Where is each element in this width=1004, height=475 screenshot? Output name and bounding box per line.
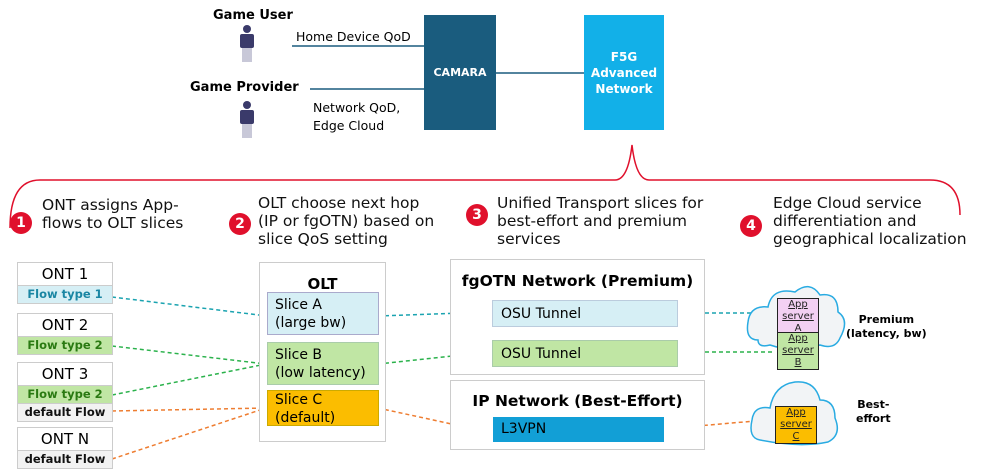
link-flow1-sliceA — [111, 296, 268, 317]
ont-n: ONT N default Flow — [17, 427, 113, 469]
slice-a-l1: Slice A — [275, 297, 323, 313]
ont-name: ONT 1 — [41, 265, 89, 283]
slice-c-l1: Slice C — [275, 392, 323, 408]
slice-c-l2: (default) — [275, 410, 336, 426]
slice-c: Slice C (default) — [267, 390, 379, 426]
b1: Best- — [857, 398, 890, 411]
s1l1: ONT assigns App- — [42, 196, 179, 214]
ont-name: ONT 3 — [41, 365, 89, 383]
asc-l1: App — [786, 407, 806, 418]
asa-l1: App — [788, 299, 808, 310]
step-4-badge: 4 — [740, 215, 762, 237]
ont-2: ONT 2 Flow type 2 — [17, 313, 113, 355]
l3vpn: L3VPN — [493, 417, 664, 442]
link-ont3-sliceB — [111, 363, 267, 396]
p2: (latency, bw) — [846, 327, 927, 340]
flow-type-2: Flow type 2 — [18, 385, 112, 403]
flow-type-2: Flow type 2 — [18, 336, 112, 354]
step-2-text: OLT choose next hop(IP or fgOTN) based o… — [258, 194, 434, 248]
slice-a: Slice A (large bw) — [267, 292, 379, 335]
network-qod-line2: Edge Cloud — [313, 118, 385, 133]
ont-name: ONT N — [40, 430, 90, 448]
s1l2: flows to OLT slices — [42, 214, 184, 232]
game-user-label: Game User — [213, 8, 293, 23]
ont-1: ONT 1 Flow type 1 — [17, 262, 113, 304]
s3l2: best-effort and premium — [497, 212, 688, 230]
default-flow: default Flow — [18, 450, 112, 468]
premium-label: Premium(latency, bw) — [846, 313, 927, 341]
fgotn-box: fgOTN Network (Premium) OSU Tunnel OSU T… — [450, 259, 705, 375]
game-provider-label: Game Provider — [190, 80, 299, 95]
f5g-l1: F5G — [610, 49, 638, 64]
fgotn-title: fgOTN Network (Premium) — [461, 272, 694, 290]
asb-l1: App — [788, 333, 808, 344]
ont-name: ONT 2 — [41, 316, 89, 334]
asb-l2: server B — [782, 345, 814, 368]
s4l1: Edge Cloud service — [773, 194, 922, 212]
p1: Premium — [858, 313, 915, 326]
slice-b: Slice B (low latency) — [267, 342, 379, 385]
slice-b-l1: Slice B — [275, 347, 323, 363]
home-qod-label: Home Device QoD — [296, 29, 411, 44]
f5g-l2: Advanced — [590, 65, 658, 80]
default-flow: default Flow — [18, 403, 112, 421]
flow-type-1: Flow type 1 — [18, 285, 112, 303]
s2l3: slice QoS setting — [258, 230, 388, 248]
olt-title: OLT — [307, 275, 338, 293]
step-1-text: ONT assigns App-flows to OLT slices — [42, 196, 183, 232]
link-ontN-sliceC — [111, 407, 267, 460]
camara-box: CAMARA — [424, 15, 496, 130]
osu-tunnel-1: OSU Tunnel — [492, 300, 678, 327]
slice-b-l2: (low latency) — [275, 365, 366, 381]
s2l1: OLT choose next hop — [258, 194, 420, 212]
olt-box: OLT Slice A (large bw) Slice B (low latenc… — [259, 262, 386, 442]
slice-a-l2: (large bw) — [275, 315, 347, 331]
game-user-icon — [240, 25, 254, 62]
s3l3: services — [497, 230, 561, 248]
osu-tunnel-2: OSU Tunnel — [492, 340, 678, 367]
step-3-badge: 3 — [466, 204, 488, 226]
s4l2: differentiation and — [773, 212, 917, 230]
link-ont2-sliceB — [111, 345, 267, 365]
step-1-badge: 1 — [10, 212, 32, 234]
brace — [9, 144, 961, 229]
ip-network-box: IP Network (Best-Effort) L3VPN — [450, 380, 705, 450]
asa-l2: server A — [782, 311, 814, 334]
link-ont3-sliceC — [111, 407, 267, 412]
best-effort-label: Best-effort — [856, 398, 891, 426]
b2: effort — [856, 412, 891, 425]
network-qod-label: Network QoD, Edge Cloud — [313, 99, 400, 135]
step-2-badge: 2 — [229, 213, 251, 235]
game-provider-icon — [240, 101, 254, 138]
network-qod-line1: Network QoD, — [313, 100, 401, 115]
asc-l2: server C — [780, 419, 812, 442]
s4l3: geographical localization — [773, 230, 967, 248]
s3l1: Unified Transport slices for — [497, 194, 704, 212]
f5g-l3: Network — [595, 81, 653, 96]
s2l2: (IP or fgOTN) based on — [258, 212, 435, 230]
ip-network-title: IP Network (Best-Effort) — [472, 392, 683, 410]
